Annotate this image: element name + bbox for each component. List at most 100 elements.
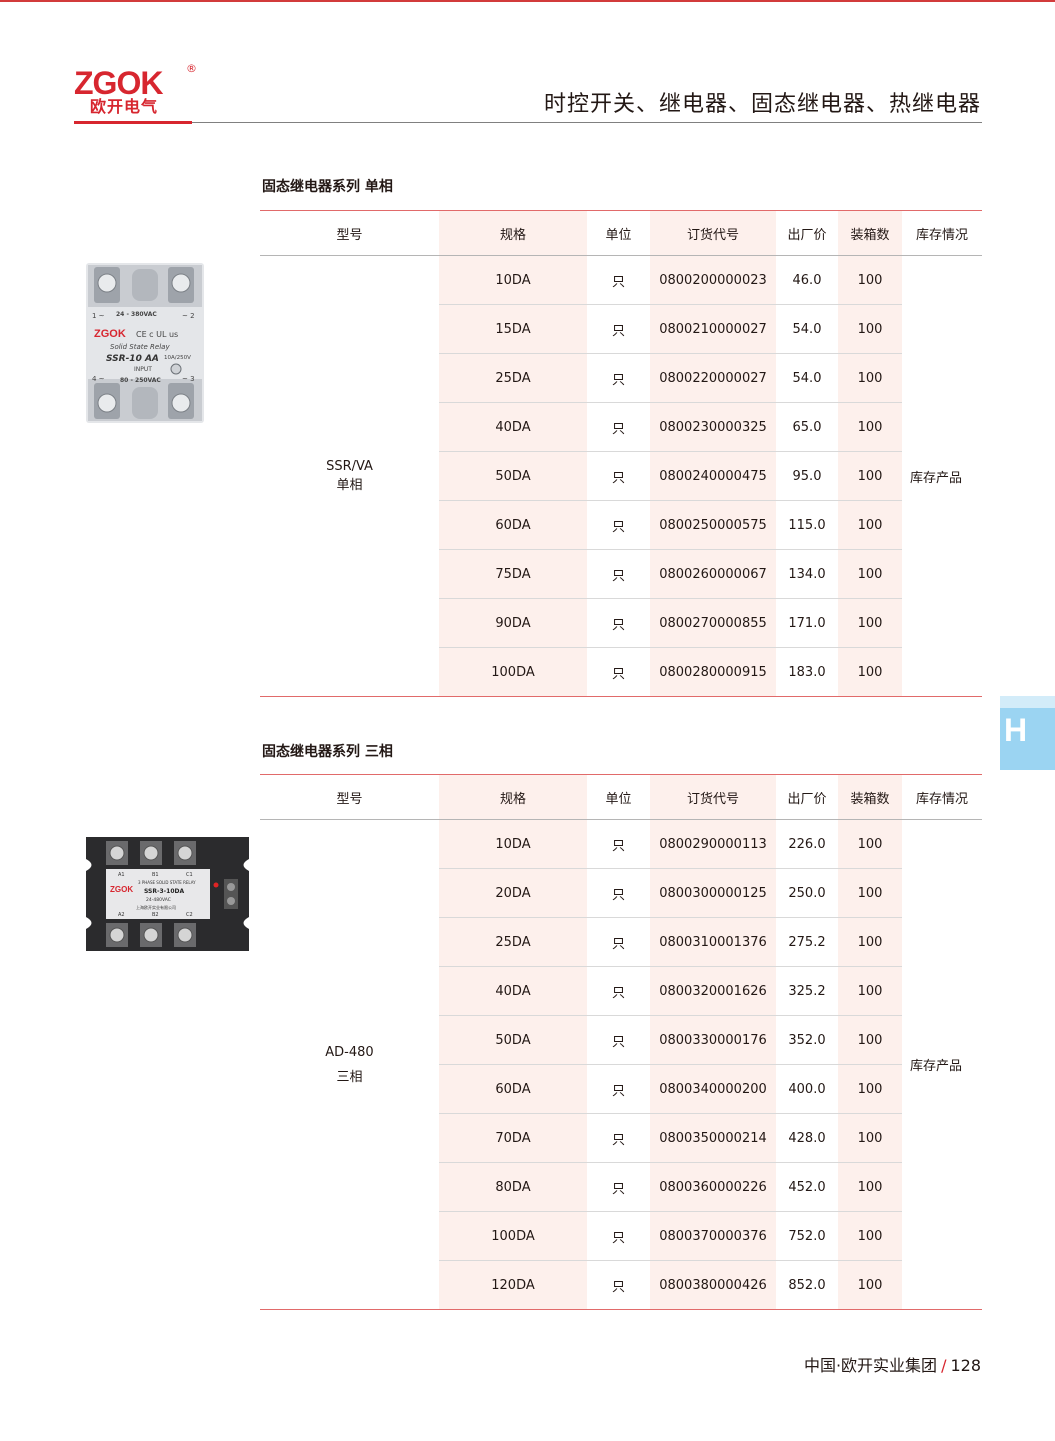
spec-cell: 120DA (439, 1260, 587, 1310)
model-name: SSR/VA (326, 459, 373, 474)
logo-chinese: 欧开电气 (90, 97, 159, 116)
price-cell: 95.0 (776, 451, 838, 501)
relay-brand-label: ZGOK (94, 328, 126, 340)
order-code-cell: 0800320001626 (650, 966, 776, 1016)
terminal-b2-label: B2 (152, 912, 159, 918)
col-header-price: 出厂价 (776, 774, 838, 820)
spec-cell: 40DA (439, 402, 587, 452)
tab-letter: H (1004, 712, 1028, 748)
relay-brand-label: ZGOK (110, 885, 133, 894)
logo-wordmark: ZGOK (74, 65, 163, 101)
price-cell: 352.0 (776, 1015, 838, 1065)
col-header-model: 型号 (260, 774, 439, 820)
unit-cell: 只 (587, 1015, 650, 1065)
spec-cell: 20DA (439, 868, 587, 918)
spec-cell: 50DA (439, 1015, 587, 1065)
top-rule (0, 0, 1055, 2)
order-code-cell: 0800210000027 (650, 304, 776, 354)
price-cell: 171.0 (776, 598, 838, 648)
price-cell: 428.0 (776, 1113, 838, 1163)
spec-cell: 100DA (439, 1211, 587, 1261)
price-cell: 183.0 (776, 647, 838, 697)
relay-type-label: 3 PHASE SOLID STATE RELAY (138, 880, 196, 885)
pack-qty-cell: 100 (838, 500, 902, 550)
order-code-cell: 0800380000426 (650, 1260, 776, 1310)
col-header-order-code: 订货代号 (650, 774, 776, 820)
unit-cell: 只 (587, 549, 650, 599)
unit-cell: 只 (587, 255, 650, 305)
terminal-b1-label: B1 (152, 872, 159, 878)
col-header-stock: 库存情况 (902, 774, 982, 820)
unit-cell: 只 (587, 1211, 650, 1261)
order-code-cell: 0800240000475 (650, 451, 776, 501)
col-header-pack-qty: 装箱数 (838, 774, 902, 820)
pack-qty-cell: 100 (838, 1162, 902, 1212)
unit-cell: 只 (587, 647, 650, 697)
pack-qty-cell: 100 (838, 1015, 902, 1065)
three-phase-relay-image: A1 B1 C1 ZGOK 3 PHASE SOLID STATE RELAY … (86, 837, 249, 951)
relay-voltage-label: 24-480VAC (146, 897, 171, 903)
col-header-pack-qty: 装箱数 (838, 210, 902, 256)
pack-qty-cell: 100 (838, 451, 902, 501)
spec-cell: 10DA (439, 819, 587, 869)
price-cell: 325.2 (776, 966, 838, 1016)
order-code-cell: 0800260000067 (650, 549, 776, 599)
pack-qty-cell: 100 (838, 304, 902, 354)
price-cell: 134.0 (776, 549, 838, 599)
price-cell: 275.2 (776, 917, 838, 967)
unit-cell: 只 (587, 868, 650, 918)
model-phase: 三相 (336, 1069, 363, 1085)
footer-separator: / (941, 1356, 947, 1375)
order-code-cell: 0800330000176 (650, 1015, 776, 1065)
price-cell: 65.0 (776, 402, 838, 452)
order-code-cell: 0800340000200 (650, 1064, 776, 1114)
stock-cell: 库存产品 (902, 255, 982, 697)
relay-input-label: INPUT (134, 366, 152, 373)
pack-qty-cell: 100 (838, 868, 902, 918)
price-cell: 46.0 (776, 255, 838, 305)
unit-cell: 只 (587, 1260, 650, 1310)
spec-cell: 60DA (439, 500, 587, 550)
brand-logo: ZGOK ® 欧开电气 (74, 62, 204, 126)
unit-cell: 只 (587, 1162, 650, 1212)
terminal-4-label: 4 ~ (92, 375, 105, 383)
price-cell: 250.0 (776, 868, 838, 918)
terminal-a1-label: A1 (118, 872, 125, 878)
terminal-c1-label: C1 (186, 872, 193, 878)
section-tab-h: H (1000, 696, 1055, 770)
terminal-a2-label: A2 (118, 912, 125, 918)
spec-cell: 75DA (439, 549, 587, 599)
spec-cell: 15DA (439, 304, 587, 354)
price-cell: 752.0 (776, 1211, 838, 1261)
price-cell: 852.0 (776, 1260, 838, 1310)
spec-cell: 10DA (439, 255, 587, 305)
relay-type-label: Solid State Relay (110, 343, 170, 351)
order-code-cell: 0800200000023 (650, 255, 776, 305)
header-rule (192, 122, 982, 123)
pack-qty-cell: 100 (838, 966, 902, 1016)
section-title-three-phase: 固态继电器系列 三相 (262, 744, 393, 760)
registered-mark: ® (186, 62, 197, 75)
price-cell: 54.0 (776, 304, 838, 354)
relay-model-label: SSR-3-10DA (144, 888, 184, 895)
spec-cell: 90DA (439, 598, 587, 648)
col-header-spec: 规格 (439, 210, 587, 256)
pack-qty-cell: 100 (838, 549, 902, 599)
terminal-1-label: 1 ~ (92, 312, 105, 320)
spec-cell: 100DA (439, 647, 587, 697)
